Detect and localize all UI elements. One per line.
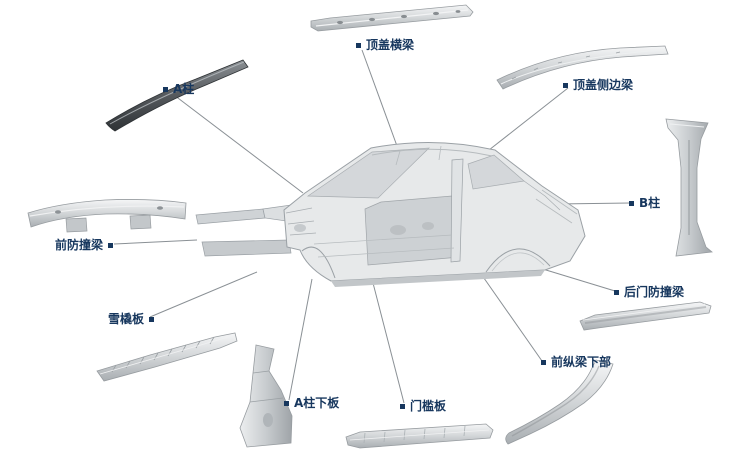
part-ticks <box>363 425 466 444</box>
label-text: A柱 <box>173 82 195 96</box>
square-bullet-icon <box>400 403 405 409</box>
part-hole <box>401 14 407 19</box>
part-highlight <box>500 49 665 85</box>
part-a-pillar-lower-panel <box>239 344 293 448</box>
door-aperture <box>364 195 461 266</box>
label-front-rail-lower: 前纵梁下部 <box>541 355 611 369</box>
part-highlight <box>593 361 611 367</box>
label-text: 顶盖横梁 <box>366 38 415 52</box>
label-text: 前防撞梁 <box>55 238 104 252</box>
part-roof-side-rail <box>496 45 669 90</box>
label-text: 前纵梁下部 <box>551 355 612 369</box>
part-highlight <box>582 303 706 321</box>
label-a-pillar-lower-panel: A柱下板 <box>284 396 339 410</box>
rear-wheel-arch-inner <box>491 252 545 272</box>
leader-line <box>149 271 258 318</box>
shock-tower <box>294 224 306 232</box>
leader-line <box>113 239 198 245</box>
square-bullet-icon <box>541 359 546 365</box>
label-sled-plate: 雪橇板 <box>108 312 155 326</box>
part-shape <box>496 45 669 90</box>
square-bullet-icon <box>356 42 361 48</box>
square-bullet-icon <box>163 86 168 92</box>
part-front-rail-lower <box>505 359 614 445</box>
part-highlight <box>109 61 245 125</box>
label-roof-side-rail: 顶盖侧边梁 <box>563 78 633 92</box>
roof-bows <box>395 145 442 166</box>
part-bracket <box>65 217 88 233</box>
rear-pillar-line <box>523 180 561 211</box>
part-lines <box>249 370 284 403</box>
rear-deck-lines <box>535 189 578 224</box>
part-front-bumper-beam <box>27 199 187 233</box>
part-rear-door-impact-beam <box>579 301 712 331</box>
front-wheel-arch <box>301 246 336 279</box>
part-hole <box>263 413 273 427</box>
part-ticks <box>111 336 215 373</box>
label-door-sill-plate: 门槛板 <box>400 399 446 413</box>
square-bullet-icon <box>284 400 289 406</box>
label-rear-door-impact-beam: 后门防撞梁 <box>614 285 684 299</box>
leader-line <box>288 278 313 401</box>
part-highlight <box>99 335 233 375</box>
leader-line <box>361 49 398 147</box>
label-text: 顶盖侧边梁 <box>573 78 634 92</box>
part-bracket <box>129 214 152 230</box>
windshield-aperture <box>306 147 430 199</box>
part-highlight <box>669 123 705 128</box>
part-sled-plate <box>96 332 238 382</box>
floor-lines <box>313 234 455 258</box>
roof-inner-line <box>371 148 493 157</box>
square-bullet-icon <box>563 82 568 88</box>
leader-line <box>372 282 405 404</box>
part-shape <box>27 199 187 228</box>
part-channel <box>584 306 707 324</box>
part-highlight <box>29 205 185 217</box>
door-hole <box>390 225 406 235</box>
door-hole <box>422 222 434 230</box>
label-a-pillar: A柱 <box>163 82 194 96</box>
part-shape <box>505 359 614 445</box>
part-shape <box>105 59 249 132</box>
label-text: 门槛板 <box>410 399 447 413</box>
part-highlight <box>349 429 490 441</box>
body-b-pillar <box>450 158 464 263</box>
part-hole <box>337 20 343 25</box>
part-shape <box>579 301 712 331</box>
sill-shadow <box>331 270 545 287</box>
part-hole <box>455 10 461 13</box>
part-hole <box>55 210 61 214</box>
label-text: B柱 <box>639 196 661 210</box>
part-b-pillar <box>665 118 713 257</box>
label-b-pillar: B柱 <box>629 196 660 210</box>
part-hole <box>157 206 163 210</box>
label-text: 雪橇板 <box>108 312 145 326</box>
part-ticks <box>511 51 621 80</box>
part-roof-cross-member <box>310 4 474 32</box>
rear-wheel-arch <box>485 248 551 273</box>
front-rail-lower <box>201 239 292 257</box>
label-roof-cross-member: 顶盖横梁 <box>356 38 414 52</box>
part-shape <box>239 344 293 448</box>
engine-bay-lines <box>285 207 317 236</box>
part-hole <box>369 17 375 22</box>
square-bullet-icon <box>149 316 155 322</box>
square-bullet-icon <box>614 289 619 295</box>
part-channel <box>511 365 600 437</box>
leader-line <box>169 91 304 194</box>
label-front-bumper-beam: 前防撞梁 <box>55 238 114 252</box>
square-bullet-icon <box>108 242 114 248</box>
part-door-sill-plate <box>345 423 494 449</box>
label-text: A柱下板 <box>294 396 340 410</box>
label-text: 后门防撞梁 <box>624 285 685 299</box>
part-a-pillar <box>105 59 249 132</box>
part-hole <box>433 11 439 16</box>
leader-line <box>478 270 543 362</box>
part-shape <box>345 423 494 449</box>
front-rail-upper <box>195 208 266 225</box>
car-body <box>195 142 586 287</box>
leader-line <box>488 87 569 151</box>
square-bullet-icon <box>629 200 634 206</box>
